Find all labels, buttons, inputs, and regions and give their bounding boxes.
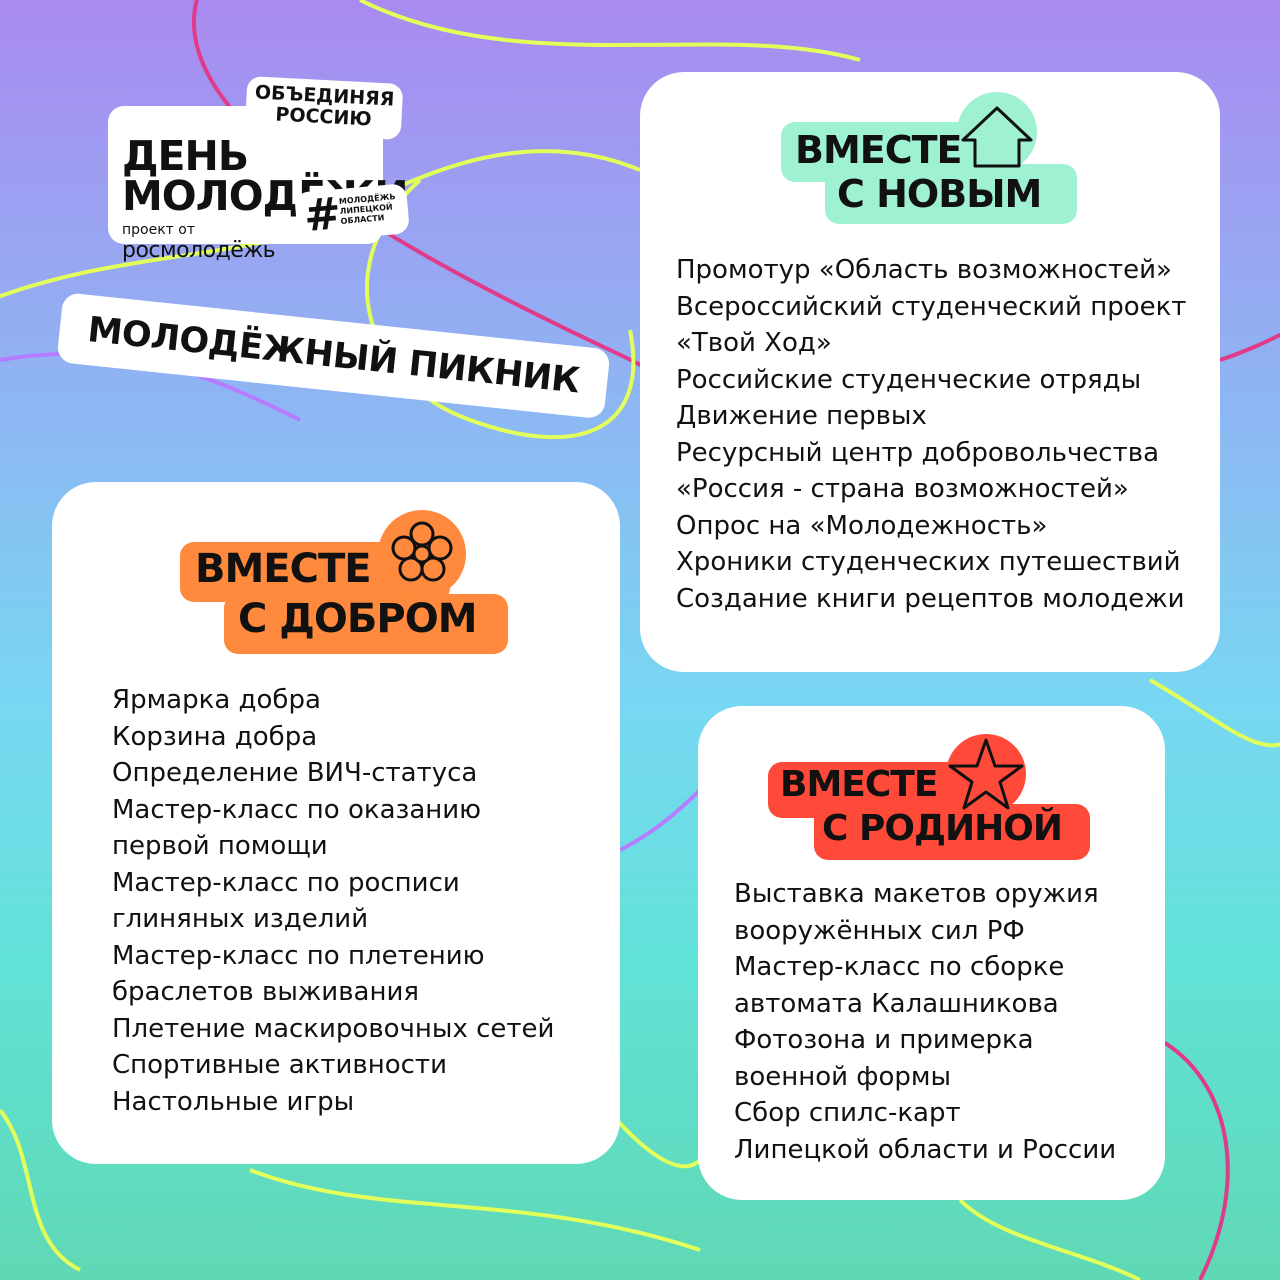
list-item: Ресурсный центр добровольчества [676,437,1160,468]
badge-new-shape [781,92,1077,224]
hashtag-text: МОЛОДЁЖЬ ЛИПЕЦКОЙ ОБЛАСТИ [339,192,398,227]
list-item: Спортивные активности [112,1050,447,1080]
project-of-text: проект от [122,222,196,238]
badge-new-line2: С НОВЫМ [837,172,1042,216]
event-logo: ДЕНЬ МОЛОДЁЖИ проект от росмолодёжь ОБЪЕ… [100,75,420,263]
arrow-up-icon [961,106,1033,168]
list-item: Сбор спилс-карт [734,1098,961,1128]
hashtag-sticker: # МОЛОДЁЖЬ ЛИПЕЦКОЙ ОБЛАСТИ [294,183,410,243]
list-item: Корзина добра [112,721,318,752]
section-home-list: Выставка макетов оружия вооружённых сил … [734,876,1116,1168]
badge-home-line2: С РОДИНОЙ [822,808,1063,849]
list-item: Настольные игры [112,1086,355,1117]
badge-good-line2: С ДОБРОМ [238,596,478,642]
badge-home-line1: ВМЕСТЕ [780,764,938,805]
list-item: «Твой Ход» [676,328,832,358]
list-item: браслетов выживания [112,977,419,1007]
list-item: глиняных изделий [112,904,369,934]
list-item: автомата Калашникова [734,988,1059,1019]
star-icon [948,738,1024,810]
list-item: Российские студенческие отряды [676,364,1142,395]
list-item: Хроники студенческих путешествий [676,547,1181,577]
list-item: Промотур «Область возможностей» [676,255,1172,285]
list-item: Мастер-класс по оказанию [112,794,482,825]
list-item: Опрос на «Молодежность» [676,510,1048,541]
list-item: военной формы [734,1061,952,1092]
section-card-new: ВМЕСТЕ С НОВЫМ Промотур «Область возможн… [640,72,1220,672]
hashtag-icon: # [301,188,344,243]
list-item: первой помощи [112,831,328,861]
badge-home-shape [768,734,1090,860]
badge-new-line1: ВМЕСТЕ [795,128,963,172]
rosmolodezh-text: росмолодёжь [122,238,276,263]
badge-good-line1: ВМЕСТЕ [195,546,372,592]
list-item: Движение первых [676,401,927,431]
list-item: Фотозона и примерка [734,1025,1034,1055]
flower-icon [391,521,453,582]
section-new-list: Промотур «Область возможностей» Всеросси… [676,252,1186,617]
list-item: Всероссийский студенческий проект [676,291,1187,322]
section-good-list: Ярмарка добра Корзина добра Определение … [112,682,554,1120]
list-item: Определение ВИЧ-статуса [112,758,478,788]
section-card-good: ВМЕСТЕ С ДОБРОМ Ярмарка добра Корзина до… [52,482,620,1164]
list-item: Мастер-класс по сборке [734,952,1065,982]
list-item: Плетение маскировочных сетей [112,1013,555,1044]
list-item: Липецкой области и России [734,1134,1117,1165]
section-card-home: ВМЕСТЕ С РОДИНОЙ Выставка макетов оружия… [698,706,1165,1200]
badge-good-shape [180,510,508,654]
list-item: «Россия - страна возможностей» [676,474,1129,504]
day-title-line1: ДЕНЬ [122,132,249,180]
list-item: Мастер-класс по плетению [112,940,485,971]
list-item: вооружённых сил РФ [734,915,1025,946]
list-item: Мастер-класс по росписи [112,867,460,898]
list-item: Ярмарка добра [112,685,321,715]
uniting-russia-sticker: ОБЪЕДИНЯЯ РОССИЮ [244,75,404,141]
list-item: Создание книги рецептов молодежи [676,583,1185,614]
list-item: Выставка макетов оружия [734,879,1099,909]
